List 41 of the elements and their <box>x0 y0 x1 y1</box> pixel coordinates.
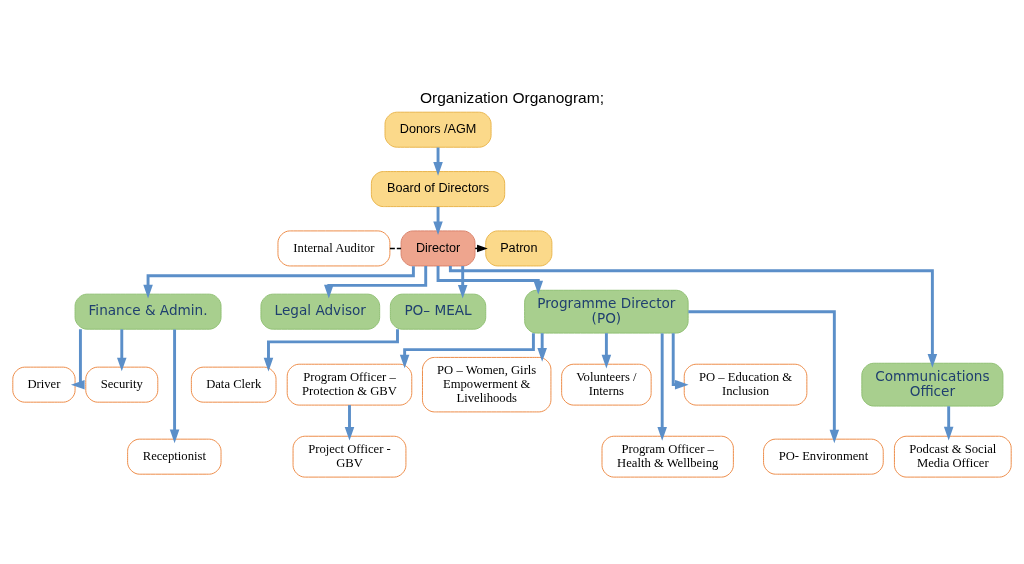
node-box: Data Clerk <box>190 366 277 403</box>
node-box: Programme Director (PO) <box>524 289 689 334</box>
node-box: Internal Auditor <box>277 230 391 267</box>
node-box: Program Officer – Health & Wellbeing <box>601 435 734 478</box>
node-box: PO – Education & Inclusion <box>683 363 808 406</box>
arrow <box>143 266 415 299</box>
arrow <box>263 329 399 372</box>
node-box: PO- Environment <box>763 438 884 475</box>
node-box: Security <box>85 366 159 403</box>
arrow <box>671 333 689 390</box>
node-box: Donors /AGM <box>384 111 492 148</box>
node-box: Legal Advisor <box>260 293 381 330</box>
arrow <box>117 329 127 372</box>
arrow <box>399 333 535 369</box>
diagram-title: Organization Organogram; <box>419 89 605 107</box>
node-box: Driver <box>12 366 76 403</box>
node-box: Communications Officer <box>861 362 1004 407</box>
arrow <box>70 329 85 390</box>
node-box: Receptionist <box>127 438 222 475</box>
node-box: PO– MEAL <box>389 293 487 330</box>
node-box: Program Officer – Protection & GBV <box>286 363 413 406</box>
node-box: PO – Women, Girls Empowerment & Livelihoods <box>422 356 552 413</box>
node-box: Patron <box>485 230 553 267</box>
arrow <box>688 310 840 444</box>
arrow <box>324 266 428 299</box>
arrow <box>657 333 667 441</box>
node-box: Podcast & Social Media Officer <box>893 435 1012 478</box>
arrow <box>344 405 355 441</box>
arrow <box>448 265 938 368</box>
arrow <box>457 266 468 299</box>
node-box: Director <box>400 230 476 267</box>
node-box: Board of Directors <box>370 171 506 208</box>
arrow <box>943 406 954 441</box>
connector <box>389 247 402 250</box>
node-box: Project Officer - GBV <box>292 435 407 478</box>
arrow <box>537 333 547 362</box>
node-box: Volunteers / Interns <box>561 363 652 406</box>
arrow <box>436 266 544 295</box>
arrow <box>169 329 180 444</box>
node-box: Finance & Admin. <box>74 293 222 330</box>
arrow <box>601 333 612 369</box>
